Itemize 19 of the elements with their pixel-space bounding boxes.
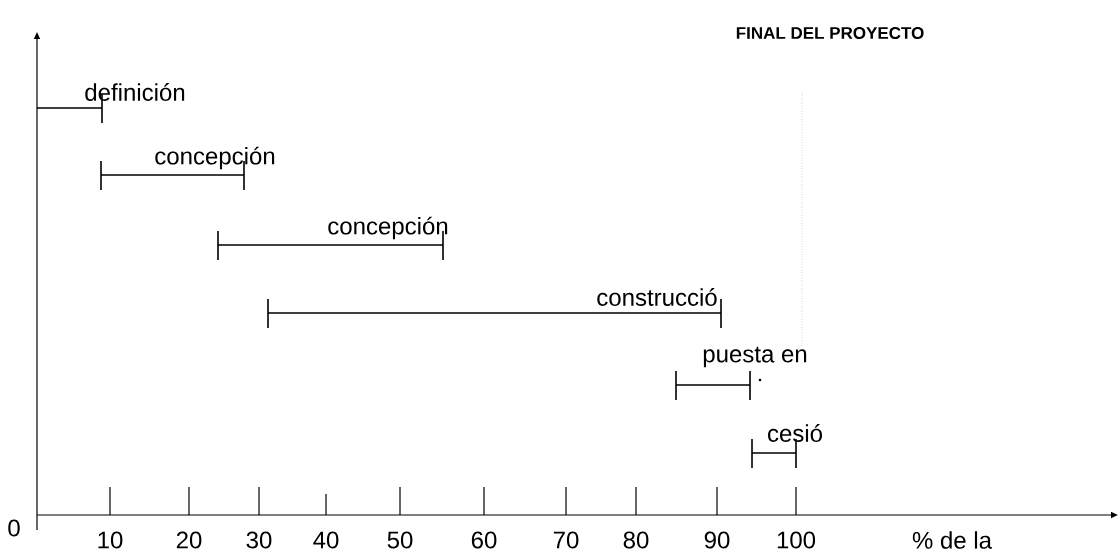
tick-label: 60 xyxy=(471,531,497,549)
tick-label: 30 xyxy=(246,531,272,549)
tick-label: 90 xyxy=(704,531,730,549)
tick-label: 80 xyxy=(623,531,649,549)
phase-label: cesió xyxy=(768,424,822,442)
axis-label: % de la xyxy=(912,531,992,549)
tick-label: 40 xyxy=(313,531,339,549)
phase-label: puesta en xyxy=(703,346,807,368)
phase-label: concepción xyxy=(155,146,275,170)
tick-label: 0 xyxy=(8,519,20,537)
tick-label: 20 xyxy=(176,531,202,549)
phase-label: concepción xyxy=(328,216,448,240)
tick-label: 70 xyxy=(553,531,579,549)
tick-label: 10 xyxy=(98,531,123,549)
phase-label: construcció xyxy=(597,288,717,306)
phase-label: definición xyxy=(85,83,185,101)
title: FINAL DEL PROYECTO xyxy=(736,27,924,39)
tick-label: 50 xyxy=(387,531,413,549)
tick-label: 100 xyxy=(777,531,816,549)
